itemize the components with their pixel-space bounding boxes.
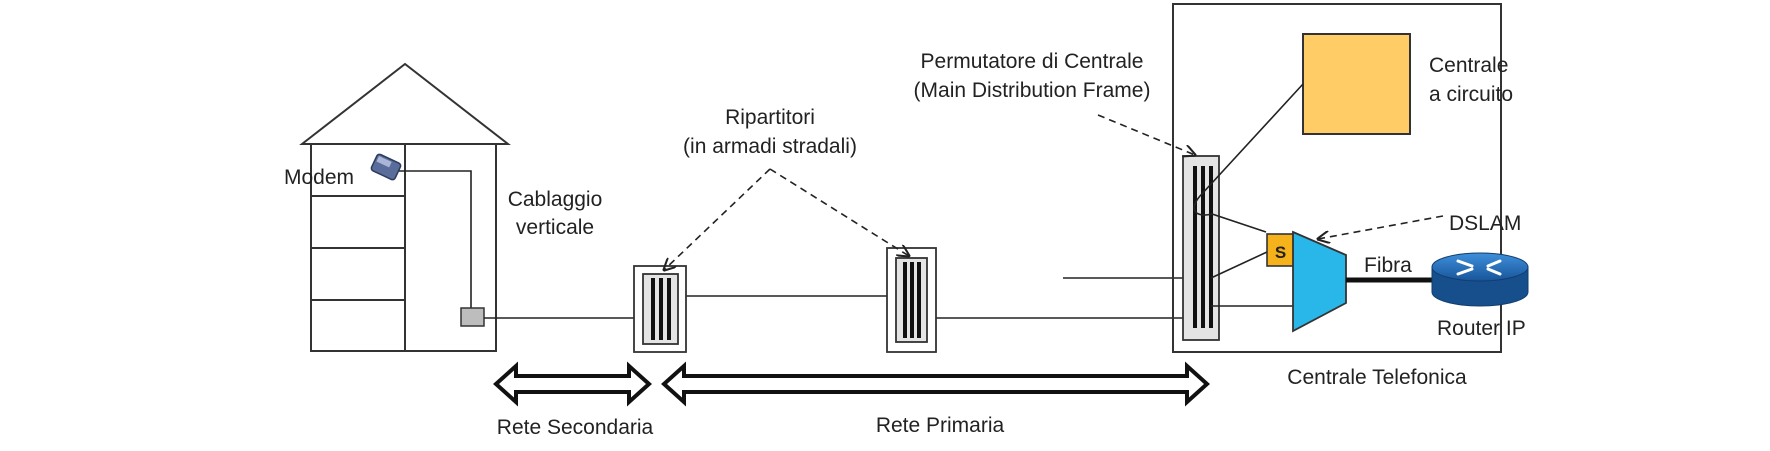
mdf-to-splitter-wire xyxy=(1210,251,1268,279)
centrale-circuito-label-line2: a circuito xyxy=(1429,83,1513,106)
splitter-label: S xyxy=(1275,243,1286,262)
street-cabinet-2 xyxy=(886,247,937,353)
ripartitori-label-line1: Ripartitori xyxy=(725,106,815,129)
router-label: Router IP xyxy=(1437,317,1526,340)
ripartitori-arrow-right xyxy=(769,168,909,256)
centrale-circuito-label-line1: Centrale xyxy=(1429,54,1508,77)
permutatore-label-line1: Permutatore di Centrale xyxy=(921,50,1144,73)
rete-primaria-label: Rete Primaria xyxy=(876,414,1005,437)
centrale-telefonica-label: Centrale Telefonica xyxy=(1287,366,1467,389)
modem-label: Modem xyxy=(284,166,354,189)
permutatore-label-line2: (Main Distribution Frame) xyxy=(914,79,1151,102)
house: Modem xyxy=(284,62,511,352)
cablaggio-label-line1: Cablaggio xyxy=(508,188,603,211)
ripartitori-label-line2: (in armadi stradali) xyxy=(683,135,857,158)
rete-secondaria-label: Rete Secondaria xyxy=(497,416,654,439)
street-cabinet-1 xyxy=(633,265,687,353)
router-icon xyxy=(1431,252,1529,307)
fibra-label: Fibra xyxy=(1364,254,1412,277)
cablaggio-label-line2: verticale xyxy=(516,216,594,239)
rete-secondaria-arrow xyxy=(493,361,652,407)
house-roof xyxy=(299,62,511,145)
rete-primaria-arrow xyxy=(661,361,1210,407)
modem-icon xyxy=(370,153,402,181)
building-connection-box xyxy=(460,307,485,327)
splitter xyxy=(1266,233,1295,267)
mdf-to-circuit-switch-wire xyxy=(1193,83,1304,233)
dslam xyxy=(1292,230,1347,333)
main-distribution-frame xyxy=(1182,155,1220,341)
ripartitori-arrow-left xyxy=(664,168,771,270)
dslam-arrow xyxy=(1318,215,1444,239)
circuit-switch xyxy=(1302,33,1411,135)
central-office-box xyxy=(1172,3,1502,353)
vertical-cabling-wire xyxy=(399,170,472,310)
permutatore-arrow xyxy=(1097,114,1195,155)
dslam-label: DSLAM xyxy=(1449,212,1521,235)
